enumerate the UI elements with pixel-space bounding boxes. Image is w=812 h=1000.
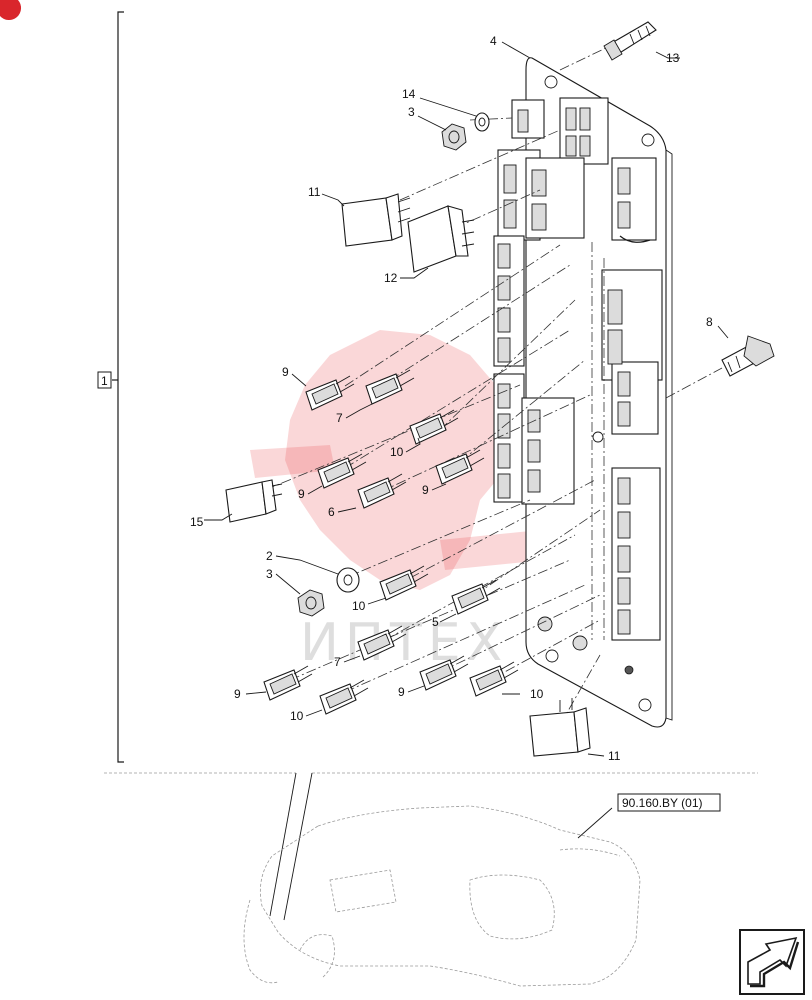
fuse-9d[interactable] [263, 665, 313, 701]
washer-part-2[interactable] [336, 567, 360, 593]
fuse-10b[interactable] [379, 565, 429, 601]
fuse-10a[interactable] [409, 409, 459, 445]
nut-part-3-top[interactable] [441, 123, 467, 151]
callout-3-bottom: 3 [266, 567, 273, 581]
fuse-9a[interactable] [305, 375, 355, 411]
callout-4: 4 [490, 34, 497, 48]
callout-6: 6 [328, 505, 335, 519]
fuse-10c[interactable] [319, 679, 369, 715]
watermark-logo: ИПТЕХ [250, 330, 545, 673]
callout-9-a: 9 [282, 365, 289, 379]
callout-10-c: 10 [290, 709, 304, 723]
fuse-group [263, 369, 519, 715]
bolt-part-13[interactable] [603, 21, 657, 61]
callout-2: 2 [266, 549, 273, 563]
socket-details [497, 107, 651, 635]
callout-8: 8 [706, 315, 713, 329]
callout-11-bottom: 11 [608, 749, 621, 763]
nut-part-3-bottom[interactable] [297, 589, 325, 617]
relay-part-11-bottom[interactable] [529, 698, 591, 757]
relay-part-12[interactable] [407, 205, 475, 273]
callout-9-b: 9 [298, 487, 305, 501]
fuse-9c[interactable] [435, 449, 485, 485]
callout-9-c: 9 [422, 483, 429, 497]
callout-9-e: 9 [398, 685, 405, 699]
callout-leaders [204, 41, 729, 839]
group-label: 1 [101, 374, 108, 388]
callout-13: 13 [666, 51, 680, 65]
bolt-part-8[interactable] [721, 335, 775, 377]
callout-10-a: 10 [390, 445, 404, 459]
red-corner-marker-icon [0, 0, 22, 21]
callout-labels: 4 13 14 3 11 12 8 9 7 10 9 9 6 15 2 3 10… [190, 34, 713, 763]
callout-10-b: 10 [352, 599, 366, 613]
callout-12: 12 [384, 271, 398, 285]
fuse-7a[interactable] [365, 369, 415, 405]
fuse-6[interactable] [357, 473, 407, 509]
reference-link[interactable]: 90.160.BY (01) [617, 793, 721, 812]
location-inset [104, 772, 758, 987]
relay-part-15[interactable] [225, 479, 283, 523]
washer-part-14[interactable] [474, 112, 490, 132]
callout-15: 15 [190, 515, 204, 529]
callout-7-b: 7 [334, 655, 341, 669]
callout-14: 14 [402, 87, 416, 101]
fuse-9b[interactable] [317, 453, 367, 489]
callout-7-a: 7 [336, 411, 343, 425]
callout-10-d: 10 [530, 687, 544, 701]
callout-5: 5 [432, 615, 439, 629]
watermark-text: ИПТЕХ [300, 613, 508, 673]
next-page-arrow-icon[interactable] [739, 929, 805, 995]
reference-label: 90.160.BY (01) [622, 796, 703, 810]
fuse-7b[interactable] [357, 625, 407, 661]
group-bracket: 1 [97, 11, 124, 763]
relay-part-11-top[interactable] [341, 193, 411, 247]
callout-3-top: 3 [408, 105, 415, 119]
fuse-9e[interactable] [419, 655, 469, 691]
fuse-5[interactable] [451, 579, 501, 615]
fuse-10d[interactable] [469, 661, 519, 697]
callout-9-d: 9 [234, 687, 241, 701]
callout-11-top: 11 [308, 185, 321, 199]
